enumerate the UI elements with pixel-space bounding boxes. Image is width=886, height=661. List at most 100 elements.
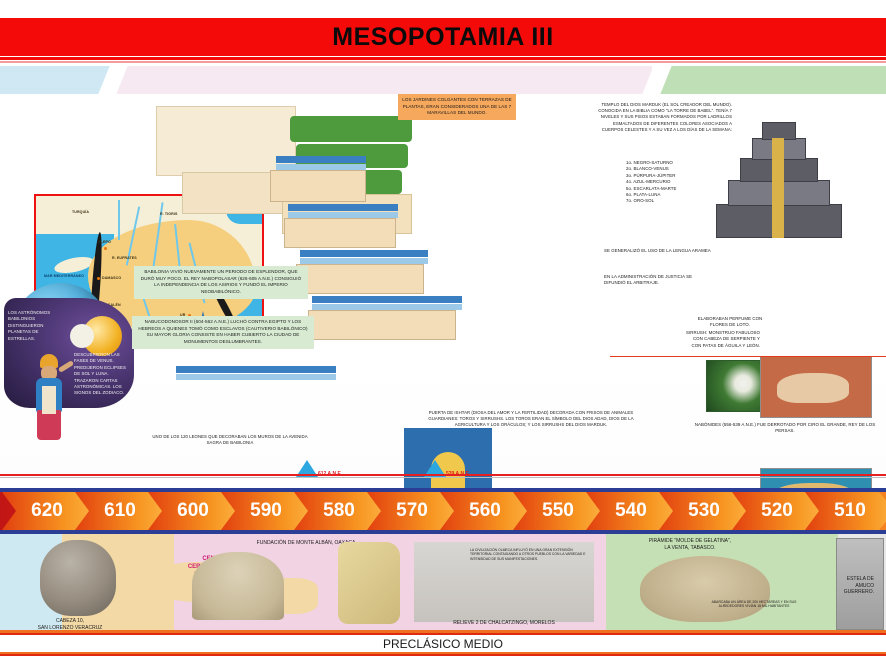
title-underline-secondary [0, 61, 886, 63]
wall-band-7 [312, 296, 462, 303]
title-underline-primary [0, 57, 886, 60]
timeline-arrow-570[interactable]: 570 [367, 492, 457, 530]
timeline-bar: 620 610 600 590 580 570 560 550 540 530 … [0, 488, 886, 534]
babylon-building-left [156, 106, 296, 176]
timeline-year-590: 590 [250, 500, 282, 521]
wall-block-4 [308, 310, 456, 340]
marduk-level-5: 5o. ESCARLATA-MARTE [626, 185, 677, 191]
empire-segment-persian [660, 66, 886, 94]
empire-segment-neobabylonian [112, 66, 652, 94]
timeline-arrow-600[interactable]: 600 [148, 492, 238, 530]
note-astronomers-1: LOS ASTRÓNOMOS BABILONIOS DISTINGUIERON … [8, 310, 51, 341]
amuco-stela-image [836, 538, 884, 630]
marduk-level-3: 3o. PÚRPURA-JÚPITER [626, 172, 676, 178]
chalcatzingo-relief-image [414, 542, 594, 622]
map-label-euphrates: R. EUFRATES [112, 256, 137, 260]
map-label-alepo: ALEPO [98, 240, 111, 244]
san-jose-mogote-monument-image [338, 542, 400, 624]
marduk-level-7: 7o. ORO-SOL [626, 198, 655, 204]
moon-illustration [70, 324, 94, 348]
wall-band-2 [276, 164, 366, 170]
timeline-year-550: 550 [542, 500, 574, 521]
timeline-year-530: 530 [688, 500, 720, 521]
page-title: MESOPOTAMIA III [332, 22, 554, 51]
marduk-level-4: 4o. AZUL-MERCURIO [626, 179, 671, 185]
marker-triangle-539 [424, 460, 446, 477]
mesoamerica-panel: CABEZA 10, SAN LORENZO VERACRUZ FUNDACIÓ… [0, 534, 886, 630]
timeline-arrow-540[interactable]: 540 [586, 492, 676, 530]
timeline-arrow-580[interactable]: 580 [294, 492, 384, 530]
main-illustration-area: TURQUÍA R. TIGRIS MAR CASPIO ALEPO R. EU… [0, 94, 886, 571]
wall-band-3 [288, 204, 398, 211]
timeline-arrow-530[interactable]: 530 [659, 492, 749, 530]
ishtar-gate-tower-right [470, 428, 492, 504]
lotus-flower-photo [706, 360, 768, 412]
main-bottom-rule-grey [0, 477, 886, 478]
map-label-damasco: DAMASCO [102, 276, 122, 280]
empire-band: IMPERIO NEOBABILÓNICO IMPERIO PERSA [0, 64, 886, 164]
timeline-arrow-520[interactable]: 520 [732, 492, 822, 530]
timeline-arrow-590[interactable]: 590 [221, 492, 311, 530]
map-dot-damasco [97, 277, 100, 280]
map-label-mediterranean: MAR MEDITERRÁNEO [44, 274, 84, 278]
ziggurat-staircase [772, 138, 784, 238]
timeline-arrow-550[interactable]: 550 [513, 492, 603, 530]
map-dot-alepo [104, 247, 107, 250]
marduk-level-1: 1o. NEGRO-SATURNO [626, 160, 673, 165]
wall-block-2 [284, 218, 396, 248]
note-aramaic: SE GENERALIZÓ EL USO DE LA LENGUA ARAMEA [604, 248, 711, 253]
caption-estela: ESTELA DE AMUCO GUERRERO. [843, 576, 874, 595]
wall-band-5 [300, 250, 428, 257]
timeline-year-580: 580 [323, 500, 355, 521]
note-sirrush: SIRRUSH: MONSTRUO FABULOSO CON CABEZA DE… [686, 330, 760, 348]
wall-block-1 [270, 170, 366, 202]
caption-la-venta-detail: ABARCABA UN ÁREA DE 200 HECTÁREAS Y EN S… [711, 600, 797, 609]
marduk-levels-list: 1o. NEGRO-SATURNO 2o. BLANCO-VENUS 3o. P… [626, 160, 726, 205]
note-ishtar-gate: PUERTA DE ISHTAR (DIOSA DEL AMOR Y LA FE… [428, 410, 634, 428]
period-label-bar: PRECLÁSICO MEDIO [0, 635, 886, 653]
map-label-ur: UR [180, 313, 186, 317]
wall-band-1 [276, 156, 366, 163]
caption-relieve: RELIEVE 2 DE CHALCATZINGO, MORELOS [453, 620, 555, 626]
map-dot-ur [188, 314, 191, 317]
wall-band-10 [176, 374, 336, 380]
babylonian-astronomer-figure [28, 354, 75, 448]
timeline-year-510: 510 [834, 500, 866, 521]
olmec-colossal-head-image [40, 540, 116, 616]
footer-rule-red [0, 654, 886, 656]
horse-figure [777, 373, 849, 403]
timeline-year-520: 520 [761, 500, 793, 521]
bottom-rule-orange [0, 630, 886, 633]
note-hanging-gardens: LOS JARDINES COLGANTES CON TERRAZAS DE P… [398, 94, 516, 120]
note-astronomers-2: DESCUBRIERON LAS FASES DE VENUS. PREDIJE… [74, 352, 126, 396]
wall-band-9 [176, 366, 336, 373]
marduk-level-6: 6o. PLATA-LUNA [626, 191, 661, 197]
note-perfume: ELABORABAN PERFUME CON FLORES DE LOTO. [697, 316, 763, 328]
hanging-garden-terrace-1 [290, 116, 412, 142]
poster-title-bar: MESOPOTAMIA III [0, 18, 886, 56]
main-bottom-rule-red [0, 474, 886, 476]
timeline-year-570: 570 [396, 500, 428, 521]
timeline-year-560: 560 [469, 500, 501, 521]
divider-red-right [610, 356, 886, 357]
timeline-arrow-620[interactable]: 620 [2, 492, 92, 530]
footer-rule-orange [0, 652, 886, 654]
timeline-year-540: 540 [615, 500, 647, 521]
wall-band-4 [288, 212, 398, 218]
caption-la-venta: PIRÁMIDE "MOLDE DE GELATINA", LA VENTA, … [648, 538, 732, 551]
wall-band-8 [312, 304, 462, 310]
wall-band-6 [300, 258, 428, 264]
marduk-level-2: 2o. BLANCO-VENUS [626, 166, 669, 172]
timeline-arrow-610[interactable]: 610 [75, 492, 165, 530]
caption-olmec-influence: LA CIVILIZACIÓN OLMECA INFLUYÓ EN UNA GR… [470, 548, 586, 561]
timeline-year-610: 610 [104, 500, 136, 521]
marker-triangle-612 [296, 460, 318, 477]
horse-relief-panel [760, 356, 872, 418]
timeline-year-600: 600 [177, 500, 209, 521]
caption-monte-alban: FUNDACIÓN DE MONTE ALBÁN, OAXACA [256, 540, 356, 546]
note-marduk-temple: TEMPLO DEL DIOS MARDUK (EL SOL CREADOR D… [598, 102, 732, 132]
note-nabucodonosor: NABUCODONOSOR II (604-562 A.N.E.) LUCHÓ … [132, 316, 314, 349]
map-river-tigris-upper [118, 200, 120, 240]
timeline-year-620: 620 [31, 500, 63, 521]
timeline-arrow-560[interactable]: 560 [440, 492, 530, 530]
